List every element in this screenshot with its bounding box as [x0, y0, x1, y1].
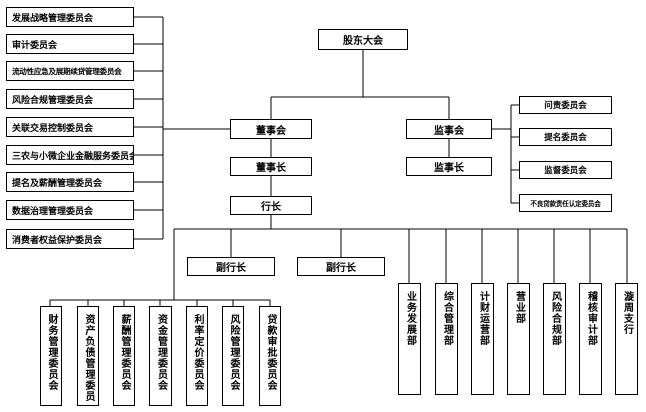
committee-label: 资产负债管理委员	[83, 314, 94, 402]
vice-president-1: 副行长	[187, 257, 275, 276]
committee-label: 利率定价委员会	[192, 314, 203, 391]
committee-related-transactions: 关联交易控制委员会	[6, 117, 134, 137]
dept-branch: 漩周支行	[615, 283, 638, 395]
committee-label: 监督委员会	[544, 166, 587, 176]
committee-label: 三农与小微企业金融服务委员会	[12, 151, 134, 162]
chairman: 董事长	[230, 157, 312, 176]
chief-supervisor-label: 监事长	[434, 163, 464, 174]
committee-nomination: 提名委员会	[519, 128, 612, 146]
committee-label: 提名委员会	[544, 133, 587, 143]
committee-supervision: 监督委员会	[519, 161, 612, 179]
department-label: 风险合规部	[549, 291, 561, 346]
supervisory-board: 监事会	[406, 119, 492, 139]
dept-finance-operations: 计财运营部	[471, 283, 494, 395]
committee-label: 不良贷款责任认定委员会	[530, 200, 601, 208]
committee-label: 数据治理管理委员会	[12, 206, 94, 217]
dept-risk-compliance: 风险合规部	[543, 283, 566, 395]
committee-rate-pricing: 利率定价委员会	[186, 306, 208, 406]
committee-label: 流动性应急及展期续贷管理委员会	[12, 66, 122, 76]
dept-business-development: 业务发展部	[398, 283, 421, 395]
committee-label: 财务管理委员会	[46, 314, 57, 391]
department-label: 营业部	[513, 291, 525, 324]
committee-nomination-compensation: 提名及薪酬管理委员会	[6, 172, 134, 192]
department-label: 漩周支行	[621, 291, 633, 335]
committee-finance: 财务管理委员会	[40, 306, 62, 406]
shareholders-meeting: 股东大会	[318, 29, 408, 50]
committee-label: 薪酬管理委员会	[119, 314, 130, 391]
committee-loan-approval: 贷款审批委员会	[259, 306, 281, 406]
committee-label: 风险管理委员会	[228, 314, 239, 391]
chairman-label: 董事长	[256, 163, 286, 174]
department-label: 计财运营部	[477, 291, 489, 346]
committee-audit: 审计委员会	[6, 34, 134, 54]
committee-rural-sme-finance: 三农与小微企业金融服务委员会	[6, 145, 134, 165]
board-label: 董事会	[256, 125, 286, 137]
committee-label: 消费者权益保护委员会	[12, 235, 103, 246]
vice-president-2: 副行长	[297, 257, 385, 276]
committee-compensation: 薪酬管理委员会	[113, 306, 135, 406]
committee-liquidity-emergency: 流动性应急及展期续贷管理委员会	[6, 61, 134, 81]
committee-consumer-protection: 消费者权益保护委员会	[6, 229, 134, 249]
shareholders-label: 股东大会	[343, 36, 383, 47]
committee-label: 风险合规管理委员会	[12, 95, 94, 106]
dept-sales: 营业部	[507, 283, 530, 395]
vice-president-label: 副行长	[216, 263, 246, 274]
committee-label: 贷款审批委员会	[265, 314, 276, 391]
committee-label: 问责委员会	[544, 101, 587, 111]
committee-alm: 资产负债管理委员	[77, 306, 99, 406]
department-label: 业务发展部	[404, 291, 416, 346]
dept-general-management: 综合管理部	[435, 283, 458, 395]
committee-development-strategy: 发展战略管理委员会	[6, 7, 134, 27]
committee-npl-liability: 不良贷款责任认定委员会	[519, 194, 612, 212]
committee-accountability: 问责委员会	[519, 96, 612, 114]
department-label: 稽核审计部	[585, 291, 597, 346]
committee-label: 资金管理委员会	[155, 314, 167, 391]
president-label: 行长	[261, 202, 281, 213]
committee-label: 审计委员会	[12, 40, 58, 51]
committee-label: 提名及薪酬管理委员会	[12, 178, 103, 189]
board-of-directors: 董事会	[230, 119, 312, 139]
committee-label: 关联交易控制委员会	[12, 123, 94, 134]
department-label: 综合管理部	[441, 291, 453, 346]
supervisory-board-label: 监事会	[434, 125, 464, 137]
dept-audit: 稽核审计部	[579, 283, 602, 395]
committee-risk-management: 风险管理委员会	[222, 306, 244, 406]
committee-label: 发展战略管理委员会	[12, 13, 94, 24]
committee-funds: 资金管理委员会	[149, 306, 172, 406]
vice-president-label: 副行长	[326, 263, 356, 274]
committee-data-governance: 数据治理管理委员会	[6, 200, 134, 220]
chief-supervisor: 监事长	[406, 157, 492, 176]
president: 行长	[230, 196, 312, 215]
committee-risk-compliance: 风险合规管理委员会	[6, 89, 134, 109]
